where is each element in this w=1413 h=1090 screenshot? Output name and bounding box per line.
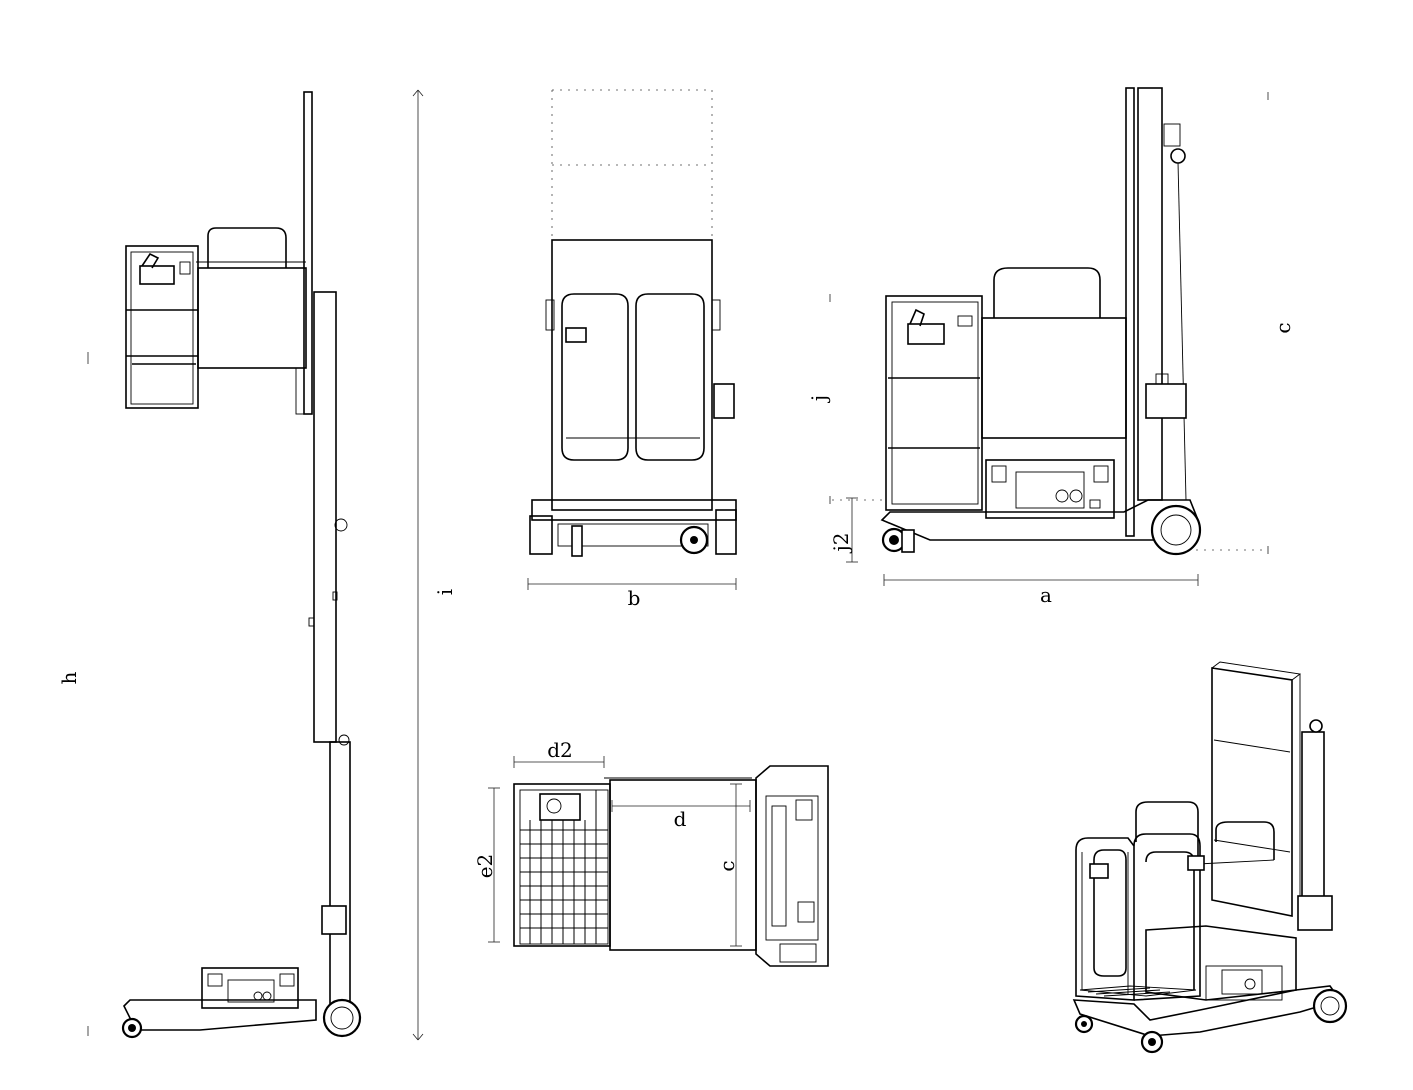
mast-middle [313, 291, 337, 743]
mast-rear [1137, 87, 1163, 501]
door-left [561, 293, 629, 461]
label-j: j [807, 395, 831, 403]
dim-i: i [412, 89, 457, 1041]
side-deck [981, 317, 1127, 439]
side-view-lowered: a c j j2 [807, 87, 1295, 607]
label-h: h [57, 671, 81, 684]
control-handle [139, 265, 175, 285]
front-battery [713, 383, 735, 419]
label-j2: j2 [829, 533, 853, 554]
label-b: b [628, 586, 641, 610]
front-caster-left [571, 525, 583, 557]
iso-deck-base [1145, 925, 1297, 1001]
iso-battery [1297, 895, 1333, 931]
dim-h: h [57, 352, 89, 1036]
rear-wheel [322, 998, 362, 1038]
mast-front [1125, 87, 1135, 537]
label-d2: d2 [547, 738, 573, 762]
iso-mast-column [1301, 731, 1325, 903]
iso-side-rail [1215, 821, 1275, 860]
side-battery [1145, 383, 1187, 419]
iso-door [1093, 849, 1127, 977]
battery-unit [321, 905, 347, 935]
side-rear-wheel [1150, 504, 1202, 556]
label-d: d [674, 807, 687, 831]
top-view: d2 e2 [473, 738, 829, 967]
side-control-box [985, 459, 1115, 519]
control-box [201, 967, 299, 1009]
isometric-view [1072, 661, 1348, 1054]
top-control-panel [539, 793, 581, 821]
top-mast-base [755, 765, 829, 967]
guard-rail [207, 227, 287, 268]
door-right [635, 293, 705, 461]
cage-body [551, 239, 713, 511]
label-c-side: c [1271, 322, 1295, 333]
label-i: i [433, 589, 457, 595]
iso-mast-panel [1211, 667, 1293, 917]
iso-cage-front [1133, 833, 1201, 1001]
side-chassis [880, 499, 1199, 541]
mast-extension-outline [551, 89, 713, 240]
side-view-extended [121, 91, 362, 1039]
mast-lower [329, 741, 351, 1005]
mast-upper [303, 91, 313, 415]
label-e2: e2 [473, 854, 497, 879]
floor-grid [520, 790, 608, 944]
label-a: a [1040, 583, 1052, 607]
iso-rear-rail [1135, 801, 1199, 864]
platform-deck [197, 267, 307, 369]
iso-cage-side [1075, 837, 1135, 1001]
side-control-handle [907, 323, 945, 345]
front-view: b [527, 89, 737, 610]
chassis [123, 999, 317, 1031]
side-guard-rail [993, 267, 1101, 318]
iso-rear-wheel [1312, 988, 1348, 1024]
top-pulley [1170, 148, 1186, 164]
front-control-handle [565, 327, 587, 343]
label-c-top: c [715, 860, 739, 871]
